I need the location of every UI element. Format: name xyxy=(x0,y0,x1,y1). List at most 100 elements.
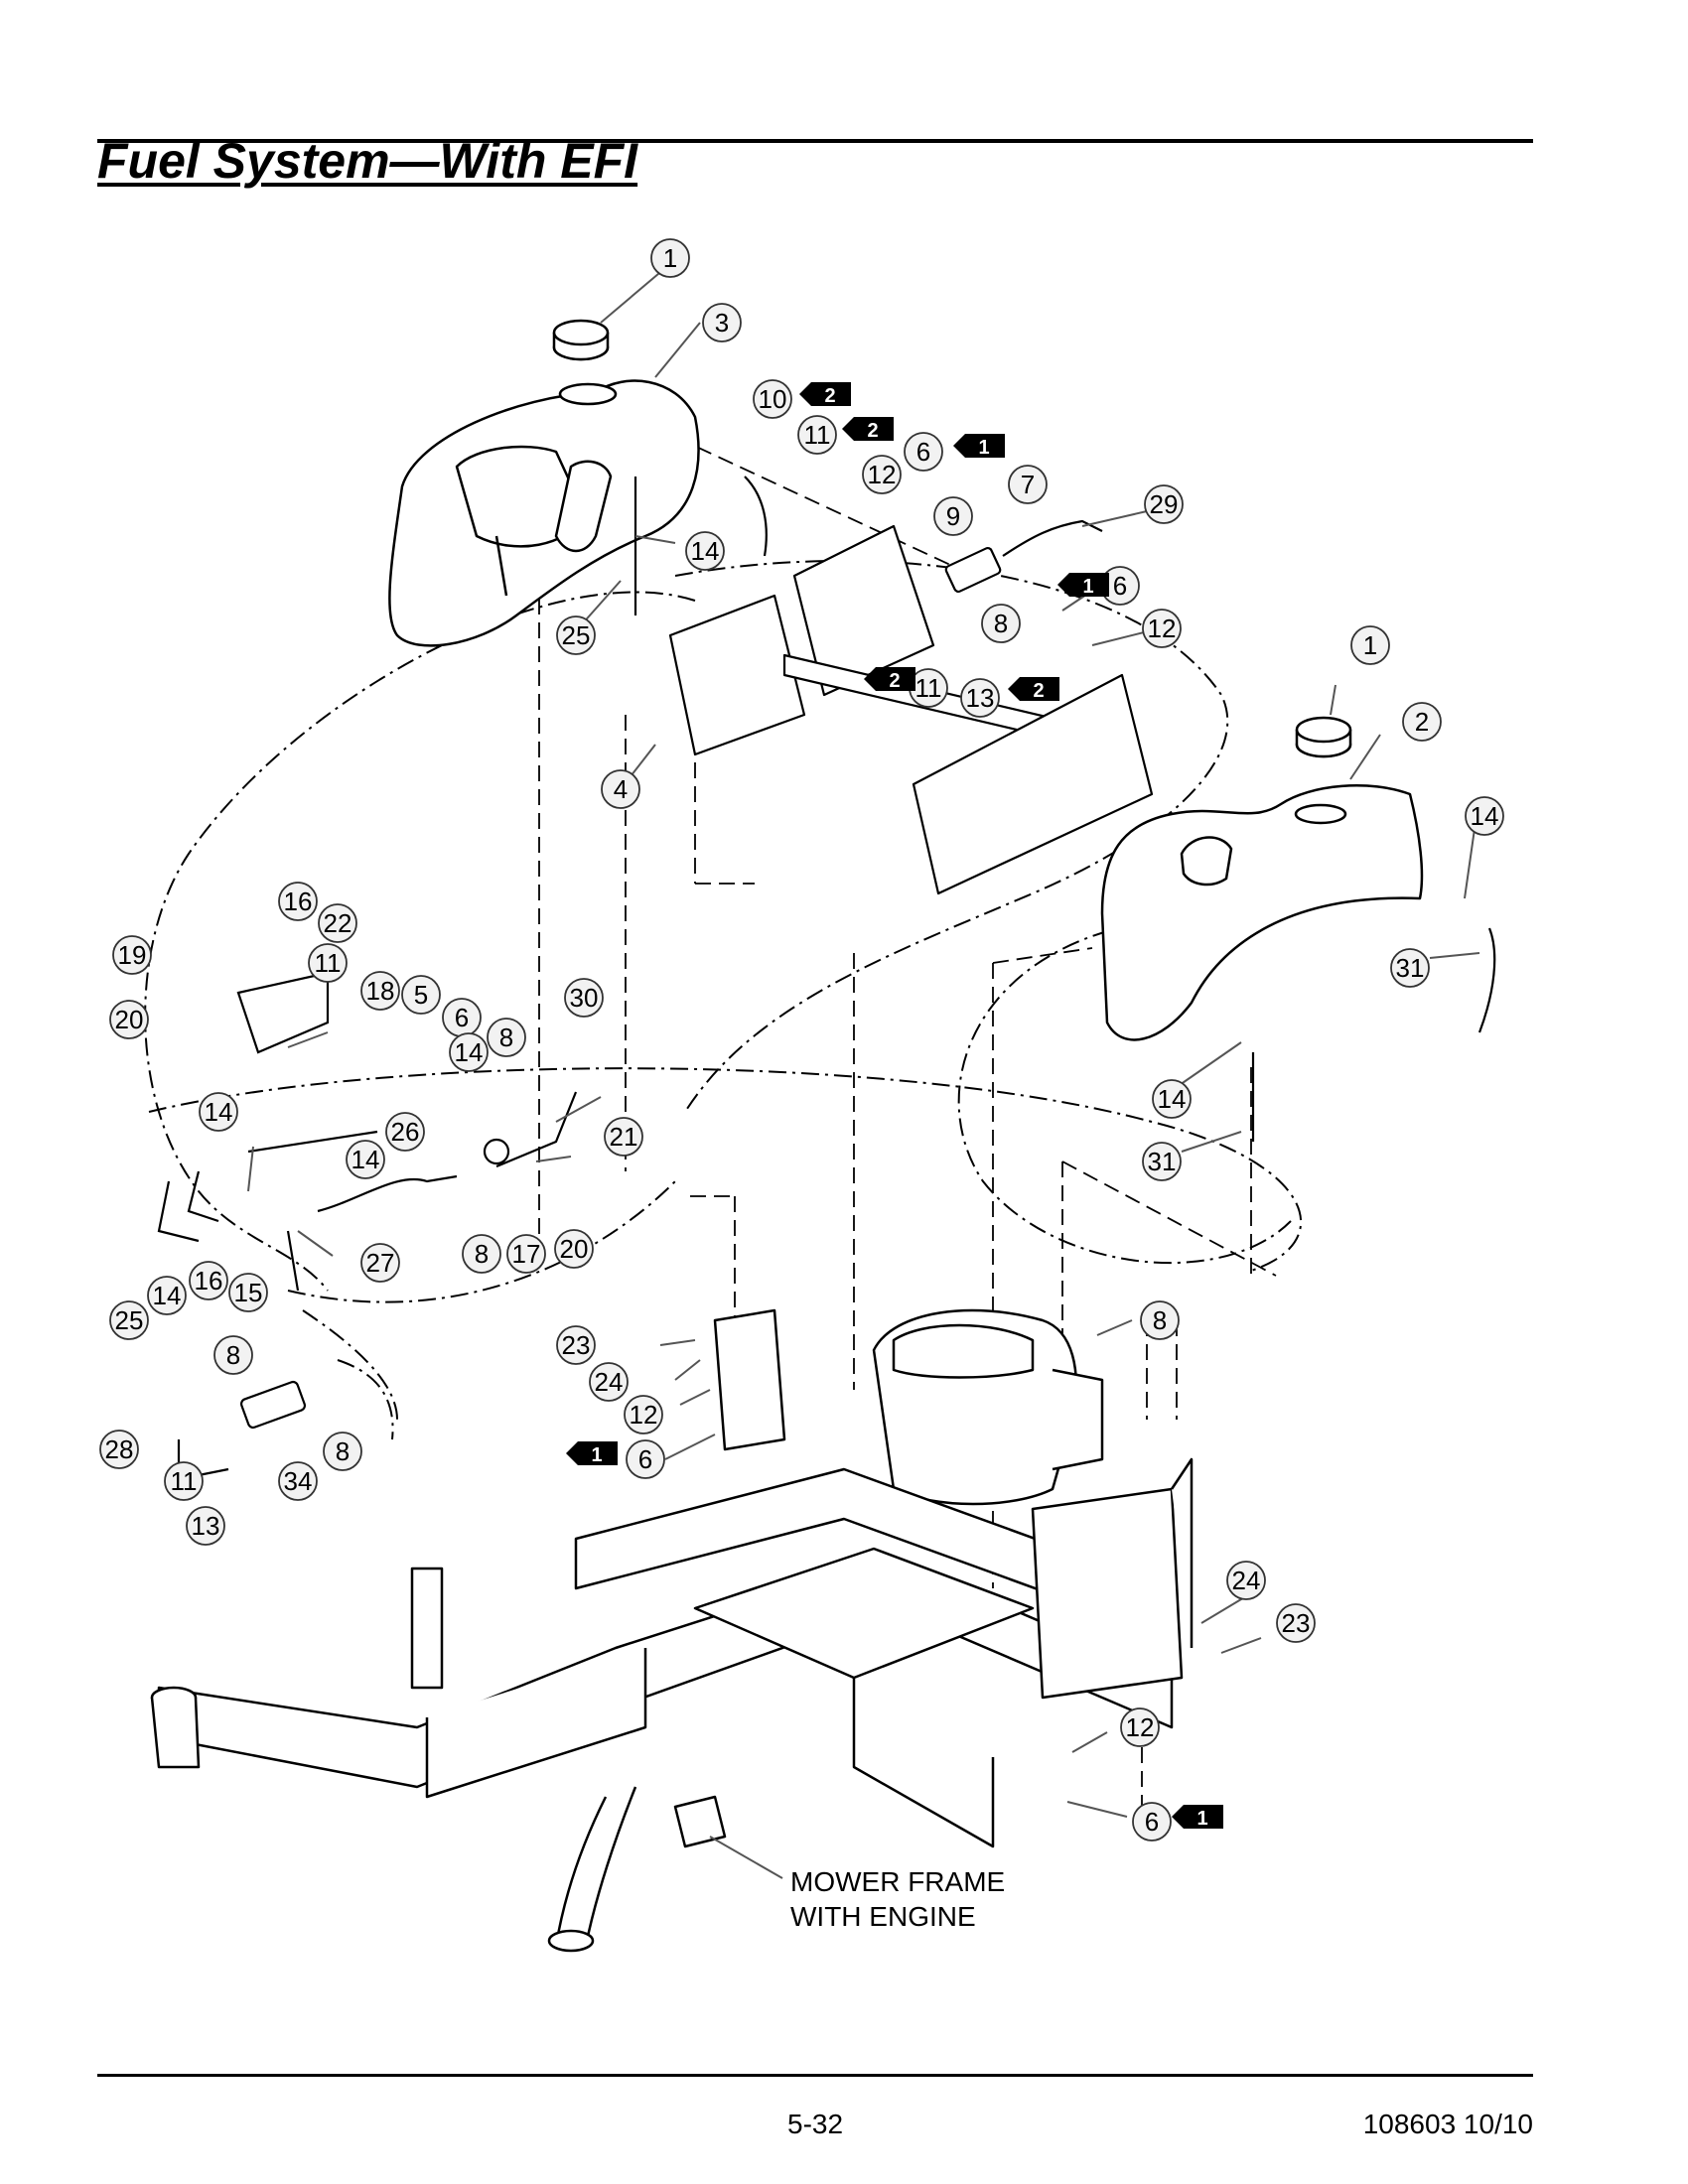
callout-number: 18 xyxy=(366,976,395,1006)
callout-circle xyxy=(626,1439,665,1479)
callout-c13b: 13 xyxy=(186,1506,225,1546)
note-tag-shape xyxy=(1172,1805,1223,1829)
callout-c14f: 14 xyxy=(346,1140,385,1179)
callout-c31a: 31 xyxy=(1390,948,1430,988)
callout-number: 24 xyxy=(1232,1566,1261,1595)
callout-number: 12 xyxy=(1148,614,1177,643)
callout-c14d: 14 xyxy=(449,1032,489,1072)
callout-circle xyxy=(199,1092,238,1132)
frame-label-line-1: MOWER FRAME xyxy=(790,1866,1005,1897)
callout-circle xyxy=(147,1276,187,1315)
callout-c21: 21 xyxy=(604,1117,643,1157)
note-tag-t6d: 1 xyxy=(566,1441,618,1466)
callout-c3: 3 xyxy=(702,303,742,342)
callout-circle xyxy=(308,943,348,983)
callout-circle xyxy=(318,903,357,943)
callout-c23a: 23 xyxy=(556,1325,596,1365)
callout-c29: 29 xyxy=(1144,484,1184,524)
callout-circle xyxy=(797,415,837,455)
note-tag-number: 1 xyxy=(591,1444,602,1466)
note-tag-t6b: 1 xyxy=(1057,573,1109,598)
callout-circle xyxy=(981,604,1021,643)
callout-number: 6 xyxy=(916,437,930,467)
callout-circle xyxy=(346,1140,385,1179)
callout-c11d: 11 xyxy=(164,1461,204,1501)
callout-number: 27 xyxy=(366,1248,395,1278)
page-number: 5-32 xyxy=(787,2109,844,2139)
callout-circle xyxy=(556,1325,596,1365)
callout-number: 1 xyxy=(663,243,677,273)
note-tag-t11a: 2 xyxy=(842,417,894,442)
note-tag-t11b: 2 xyxy=(864,667,915,692)
callout-number: 3 xyxy=(715,308,729,338)
callout-c8e: 8 xyxy=(323,1432,362,1471)
callout-number: 25 xyxy=(562,620,591,650)
callout-c12d: 12 xyxy=(1120,1707,1160,1747)
callout-circle xyxy=(1142,1142,1182,1181)
callout-circle xyxy=(702,303,742,342)
note-tag-t6e: 1 xyxy=(1172,1805,1223,1830)
callout-c11c: 11 xyxy=(308,943,348,983)
note-tag-shape xyxy=(1008,677,1059,701)
callout-circle xyxy=(278,1461,318,1501)
callout-circle xyxy=(1465,796,1504,836)
callout-circle xyxy=(650,238,690,278)
left-fuel-tank xyxy=(388,379,700,647)
callout-number: 23 xyxy=(562,1330,591,1360)
callout-number: 12 xyxy=(1126,1712,1155,1742)
callout-circle xyxy=(1152,1079,1192,1119)
callout-c13a: 13 xyxy=(960,678,1000,718)
note-tag-number: 1 xyxy=(1082,576,1093,598)
callout-number: 17 xyxy=(512,1239,541,1269)
callout-number: 29 xyxy=(1150,489,1179,519)
callout-number: 7 xyxy=(1021,470,1035,499)
callout-circle xyxy=(99,1430,139,1469)
note-tag-number: 2 xyxy=(824,385,835,407)
callout-circle xyxy=(862,455,902,494)
callout-c12b: 12 xyxy=(1142,609,1182,648)
callout-circle xyxy=(685,531,725,571)
callout-c11b: 11 xyxy=(909,668,948,708)
callout-c30: 30 xyxy=(564,978,604,1018)
callout-number: 16 xyxy=(284,887,313,916)
callout-c5: 5 xyxy=(401,975,441,1015)
callout-number: 6 xyxy=(455,1003,469,1032)
callout-number: 12 xyxy=(868,460,897,489)
right-fuel-tank xyxy=(1100,784,1424,1041)
callout-c10: 10 xyxy=(753,379,792,419)
callout-circle xyxy=(1142,609,1182,648)
callout-c34: 34 xyxy=(278,1461,318,1501)
callout-circle xyxy=(449,1032,489,1072)
callout-circle xyxy=(601,769,640,809)
callout-c12c: 12 xyxy=(624,1395,663,1434)
callout-number: 34 xyxy=(284,1466,313,1496)
callout-number: 11 xyxy=(171,1466,198,1496)
callout-circle xyxy=(360,1243,400,1283)
note-tag-shape xyxy=(566,1441,618,1465)
note-tag-t6a: 1 xyxy=(953,434,1005,459)
callout-c14a: 14 xyxy=(685,531,725,571)
callout-circle xyxy=(213,1335,253,1375)
callout-number: 22 xyxy=(324,908,352,938)
callout-number: 14 xyxy=(205,1097,233,1127)
callout-number: 28 xyxy=(105,1434,134,1464)
callout-c11a: 11 xyxy=(797,415,837,455)
callout-c20a: 20 xyxy=(109,1000,149,1039)
callout-number: 14 xyxy=(352,1145,380,1174)
callout-circle xyxy=(1144,484,1184,524)
callout-number: 8 xyxy=(226,1340,240,1370)
callout-number: 12 xyxy=(630,1400,658,1430)
note-tag-shape xyxy=(953,434,1005,458)
callout-circle xyxy=(487,1018,526,1057)
callout-c24a: 24 xyxy=(589,1362,629,1402)
callout-number: 14 xyxy=(1471,801,1499,831)
callout-number: 1 xyxy=(1363,630,1377,660)
callout-number: 14 xyxy=(455,1037,484,1067)
callout-c12a: 12 xyxy=(862,455,902,494)
callout-number: 11 xyxy=(804,420,831,450)
callout-c2: 2 xyxy=(1402,702,1442,742)
note-tag-shape xyxy=(1057,573,1109,597)
callout-c20b: 20 xyxy=(554,1229,594,1269)
